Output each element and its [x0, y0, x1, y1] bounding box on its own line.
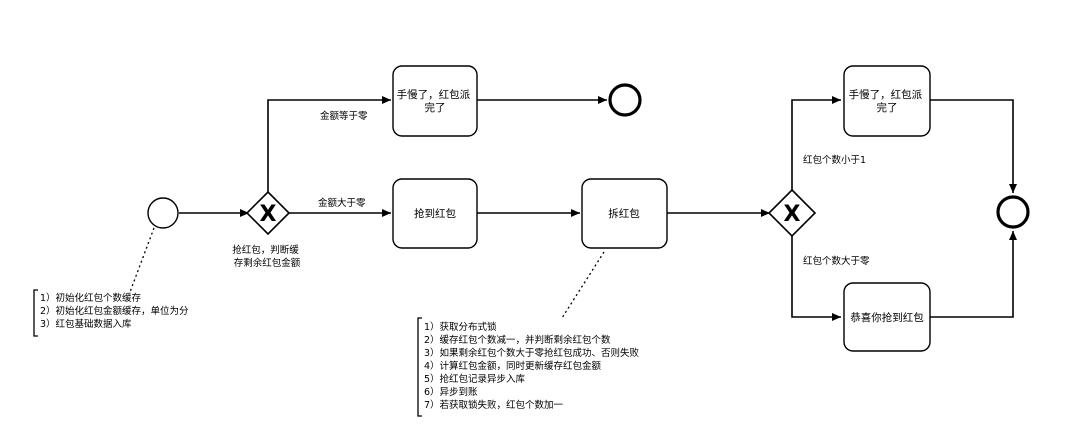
svg-text:1）获取分布式锁 2）缓存红包个数减一，并判断剩: 1）获取分布式锁 2）缓存红包个数减一，并判断剩余红包个数 3）如果剩余红包个数… — [424, 321, 642, 411]
task-congrats[interactable]: 恭喜你抢到红包 — [843, 282, 931, 352]
flow-too-slow-2-to-end — [930, 99, 1017, 193]
gateway-1-symbol: X — [260, 202, 277, 227]
svg-text:抢红包，判断缓 存剩余红包金额: 抢红包，判断缓 存剩余红包金额 — [232, 244, 302, 269]
task-too-slow-1-line1: 手慢了，红包派 — [397, 88, 471, 101]
task-congrats-label: 恭喜你抢到红包 — [850, 311, 924, 324]
svg-text:1）初始化红包个数缓存 2）初始化红包金额缓存，: 1）初始化红包个数缓存 2）初始化红包金额缓存，单位为分 3）红包基础数据入库 — [40, 292, 192, 330]
note-2-line1: 1）获取分布式锁 — [424, 321, 497, 333]
svg-text:手慢了，红包派 完了: 手慢了，红包派 完了 — [397, 88, 474, 114]
flow-gateway2-to-too-slow-2 — [791, 96, 841, 190]
note-2-line5: 5）抢红包记录异步入库 — [424, 373, 526, 385]
task-too-slow-2-line1: 手慢了，红包派 — [849, 88, 923, 101]
task-grab-label: 抢到红包 — [414, 207, 456, 220]
association-note1 — [129, 227, 155, 293]
association-note2 — [561, 251, 605, 319]
flow-label-count-less-1: 红包个数小于1 — [803, 154, 866, 166]
gateway-1-label-line1: 抢红包，判断缓 — [232, 244, 299, 256]
task-grab[interactable]: 抢到红包 — [392, 178, 478, 249]
note-1-line2: 2）初始化红包金额缓存，单位为分 — [40, 305, 189, 317]
task-too-slow-2[interactable]: 手慢了，红包派 完了 — [843, 65, 931, 137]
task-open[interactable]: 拆红包 — [581, 178, 668, 249]
svg-text:手慢了，红包派 完了: 手慢了，红包派 完了 — [849, 88, 926, 114]
note-2-line3: 3）如果剩余红包个数大于零抢红包成功、否则失败 — [424, 347, 640, 359]
note-2-line2: 2）缓存红包个数减一，并判断剩余红包个数 — [424, 334, 611, 346]
gateway-1-label-line2: 存剩余红包金额 — [234, 257, 301, 269]
task-too-slow-1-line2: 完了 — [425, 101, 446, 114]
note-1-line1: 1）初始化红包个数缓存 — [40, 292, 142, 304]
note-1-line3: 3）红包基础数据入库 — [40, 318, 132, 330]
end-event-1[interactable] — [608, 83, 642, 117]
flow-label-count-positive: 红包个数大于零 — [803, 255, 870, 267]
task-too-slow-1[interactable]: 手慢了，红包派 完了 — [392, 65, 478, 137]
flow-label-amount-zero: 金额等于零 — [320, 110, 368, 122]
start-event[interactable] — [147, 197, 179, 229]
task-too-slow-2-line2: 完了 — [877, 101, 898, 114]
associations — [129, 227, 605, 319]
task-open-label: 拆红包 — [608, 207, 640, 220]
annotation-note-2: 1）获取分布式锁 2）缓存红包个数减一，并判断剩余红包个数 3）如果剩余红包个数… — [417, 317, 642, 417]
flow-congrats-to-end — [930, 231, 1017, 318]
gateway-2-symbol: X — [784, 202, 801, 227]
flow-gateway1-to-too-slow-1 — [267, 96, 391, 192]
end-event-2[interactable] — [996, 195, 1030, 229]
note-2-line4: 4）计算红包金额，同时更新缓存红包金额 — [424, 360, 602, 372]
note-2-line7: 7）若获取锁失败，红包个数加一 — [424, 399, 564, 411]
connectors — [179, 96, 1017, 321]
gateway-1[interactable]: X — [245, 190, 291, 236]
flow-label-amount-positive: 金额大于零 — [318, 197, 366, 209]
annotation-note-1: 1）初始化红包个数缓存 2）初始化红包金额缓存，单位为分 3）红包基础数据入库 — [33, 289, 192, 337]
note-2-line6: 6）异步到账 — [424, 386, 478, 398]
flow-gateway2-to-congrats — [791, 236, 841, 321]
gateway-2[interactable]: X — [767, 188, 817, 238]
